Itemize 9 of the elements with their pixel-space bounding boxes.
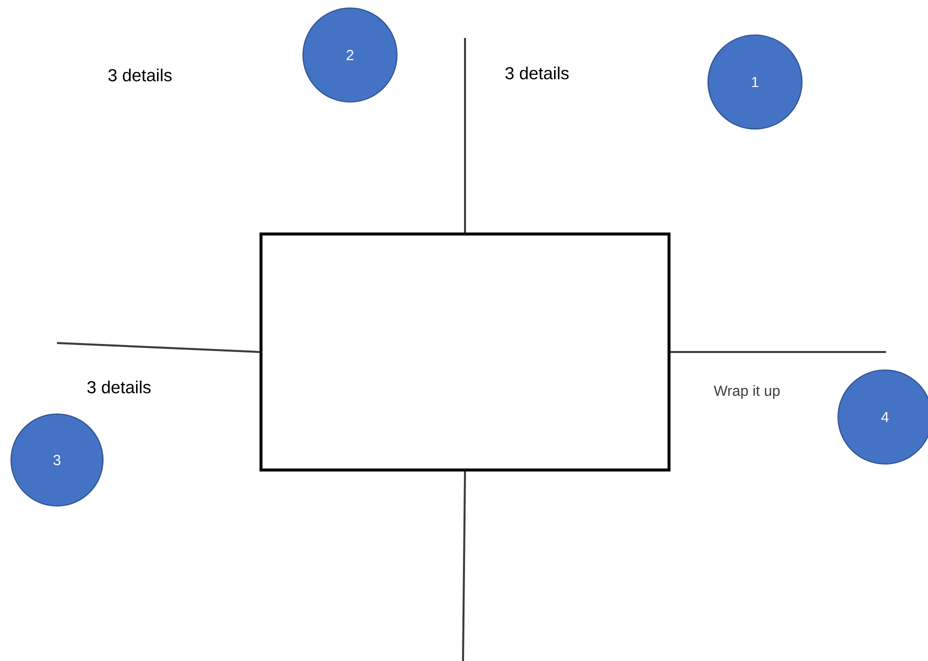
label: 3 details [87, 380, 151, 394]
line [670, 351, 886, 353]
line [464, 38, 466, 233]
label: 3 details [505, 66, 569, 80]
label: Wrap it up [714, 385, 780, 399]
line [56, 342, 260, 353]
empty-box [260, 232, 670, 472]
label: 3 details [108, 68, 172, 82]
line [462, 471, 466, 661]
